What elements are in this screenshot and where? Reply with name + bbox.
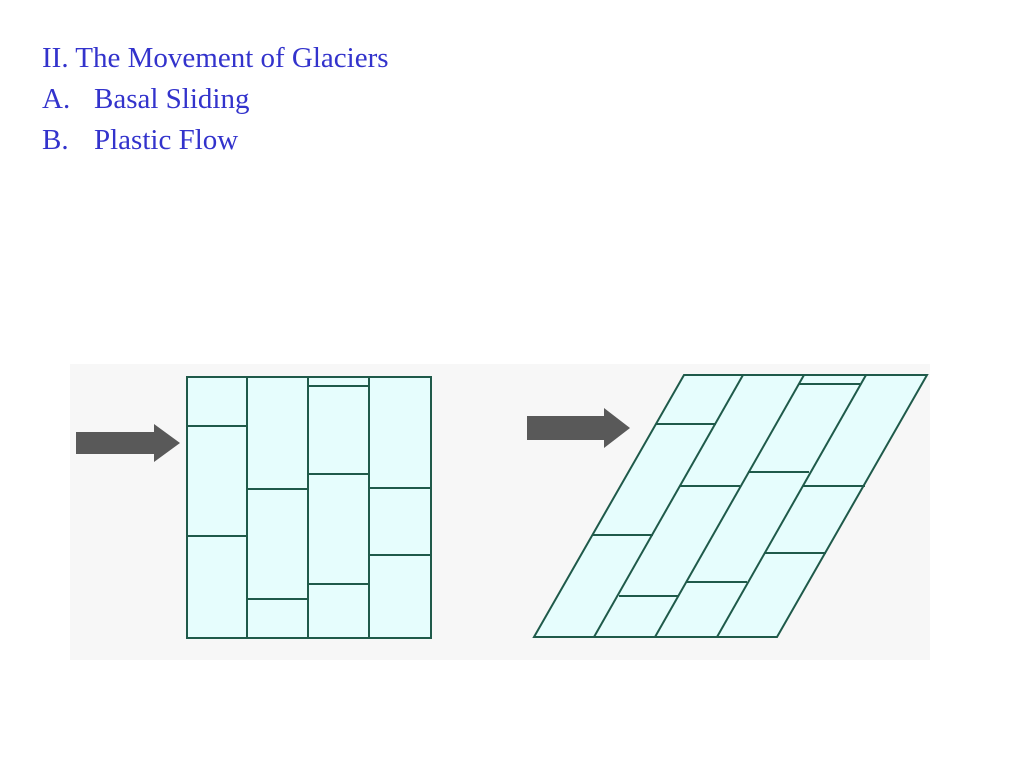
sheared-block-grid [593, 374, 867, 638]
block-boundary-line [654, 374, 805, 638]
glacier-flow-diagram [70, 364, 930, 660]
block-boundary-line [593, 374, 744, 638]
list-item-label: Plastic Flow [94, 124, 239, 156]
slide-text: II. The Movement of Glaciers A. Basal Sli… [42, 38, 389, 161]
slide-heading: II. The Movement of Glaciers [42, 42, 389, 74]
list-item-basal-sliding: A. Basal Sliding [42, 79, 389, 120]
deformed-ice-panel [527, 374, 929, 638]
push-arrow-left [76, 424, 180, 462]
ice-block-grid [187, 377, 431, 638]
list-marker: B. [42, 124, 69, 156]
list-item-label: Basal Sliding [94, 83, 250, 115]
undeformed-ice-panel [76, 376, 432, 639]
list-item-plastic-flow: B. Plastic Flow [42, 120, 389, 161]
block-boundary-line [716, 374, 867, 638]
list-marker: A. [42, 83, 71, 115]
push-arrow-right [527, 408, 630, 448]
glacier-flow-figure [70, 364, 930, 660]
